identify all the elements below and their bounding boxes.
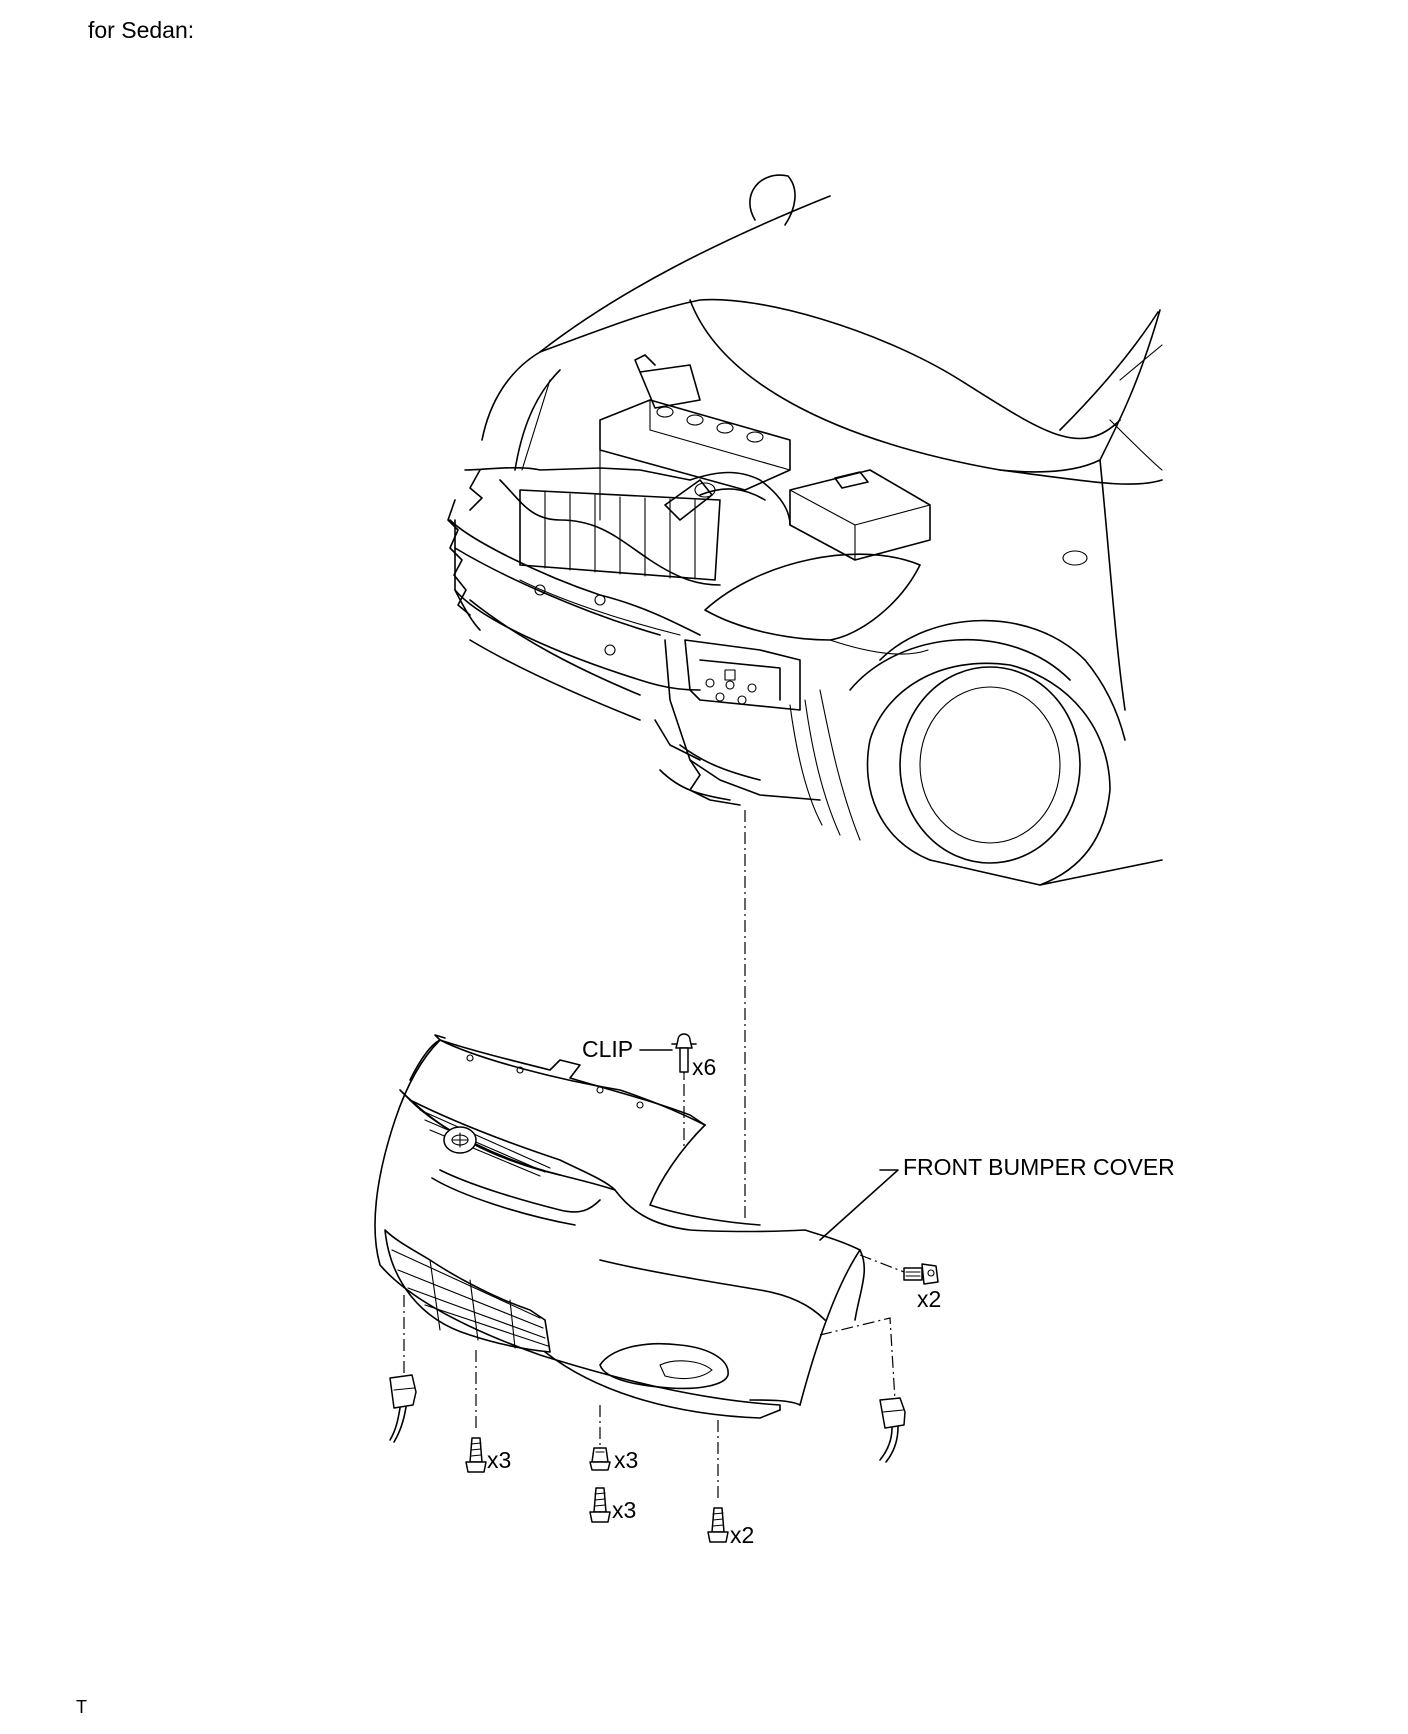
- lower-clip-qty-label: x3: [614, 1447, 638, 1473]
- clip-icon: [589, 1447, 611, 1471]
- bolt-icon: [903, 1263, 939, 1285]
- bolt-icon: [707, 1507, 729, 1543]
- screw-icon: [465, 1437, 487, 1473]
- fog-lamp-connector-icon: [879, 1397, 906, 1463]
- front-bumper-cover-icon: [374, 1034, 866, 1419]
- page-title: for Sedan:: [88, 17, 195, 43]
- screw-icon: [589, 1487, 611, 1523]
- front-bumper-cover-label: FRONT BUMPER COVER: [903, 1154, 1175, 1180]
- right-connector-guide-line: [819, 1317, 896, 1401]
- page-footer-mark: T: [76, 1697, 87, 1717]
- lower-screw-center-qty-label: x3: [612, 1497, 636, 1523]
- clip-qty-label: x6: [692, 1054, 716, 1080]
- side-bolt-qty-label: x2: [917, 1286, 941, 1312]
- lower-bolt-right-qty-label: x2: [730, 1522, 754, 1548]
- front-bumper-cover-leader-line: [819, 1169, 899, 1241]
- clip-icon: [671, 1033, 697, 1079]
- lower-screw-left-qty-label: x3: [487, 1447, 511, 1473]
- side-bolt-guide-line: [859, 1254, 905, 1273]
- clip-label: CLIP: [582, 1036, 633, 1062]
- fog-lamp-connector-icon: [389, 1374, 417, 1443]
- car-front-body-icon: [447, 174, 1163, 886]
